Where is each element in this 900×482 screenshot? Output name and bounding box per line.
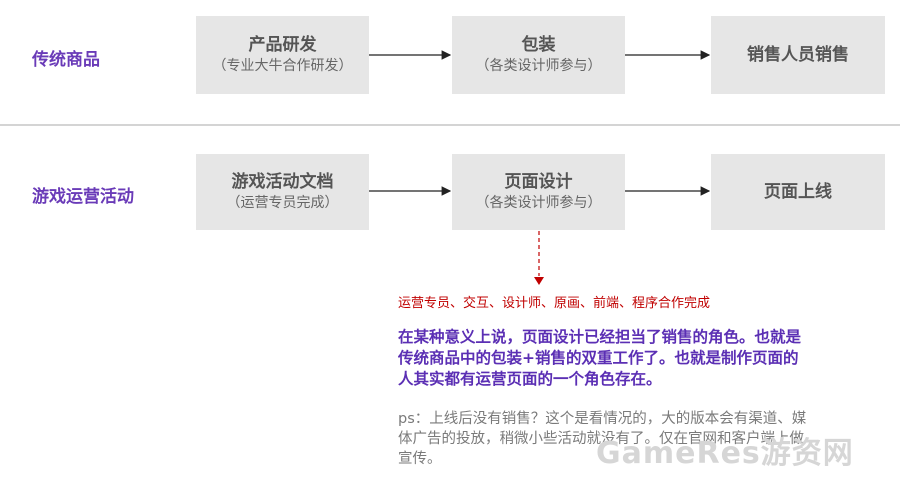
watermark-logo: GameRes游资网 [596,436,854,471]
box-subtitle: （专业大牛合作研发） [212,58,353,74]
box-subtitle: （各类设计师参与） [475,195,602,211]
box-product-rnd: 产品研发 （专业大牛合作研发） [196,16,369,94]
arrow-design-to-note-head [534,277,544,285]
box-page-launch: 页面上线 [711,154,885,230]
ps-note: ps：上线后没有销售？这个是看情况的，大的版本会有渠道、媒体广告的投放，稍微小些… [398,411,807,467]
collab-note: 运营专员、交互、设计师、原画、前端、程序合作完成 [398,296,711,311]
box-activity-doc: 游戏活动文档 （运营专员完成） [196,154,369,230]
box-title: 包装 [521,35,556,55]
box-packaging: 包装 （各类设计师参与） [452,16,625,94]
box-title: 页面上线 [764,182,832,202]
box-page-design: 页面设计 （各类设计师参与） [452,154,625,230]
box-subtitle: （运营专员完成） [226,195,339,211]
emphasis-note: 在某种意义上说，页面设计已经担当了销售的角色。也就是传统商品中的包装+销售的双重… [398,328,802,388]
section-divider [0,124,900,126]
box-title: 页面设计 [504,172,573,192]
box-title: 游戏活动文档 [231,172,334,192]
box-title: 销售人员销售 [747,45,849,65]
box-subtitle: （各类设计师参与） [475,58,602,74]
box-title: 产品研发 [248,35,317,55]
row-label-traditional: 传统商品 [32,50,100,70]
box-sales: 销售人员销售 [711,16,885,94]
row-label-game-ops: 游戏运营活动 [32,187,134,207]
